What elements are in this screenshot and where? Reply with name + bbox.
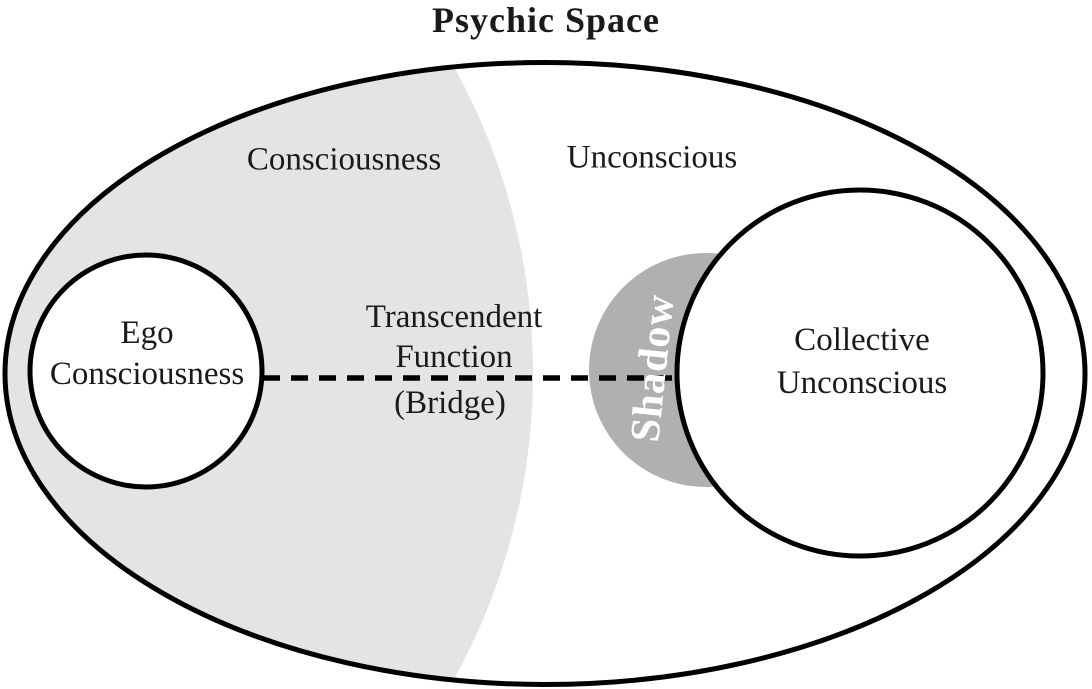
consciousness-region-label: Consciousness xyxy=(246,141,442,178)
diagram-title: Psychic Space xyxy=(432,0,660,40)
transcendent-function-label: Transcendent Function xyxy=(365,299,543,375)
unconscious-region-label: Unconscious xyxy=(566,139,738,176)
collective-unconscious-label: Collective Unconscious xyxy=(776,322,948,401)
collective-unconscious-circle xyxy=(674,187,1046,559)
ego-consciousness-circle xyxy=(27,252,265,490)
psychic-space-boundary xyxy=(2,60,1088,687)
ego-consciousness-label: Ego Consciousness xyxy=(49,315,245,392)
bridge-label: (Bridge) xyxy=(394,385,506,421)
